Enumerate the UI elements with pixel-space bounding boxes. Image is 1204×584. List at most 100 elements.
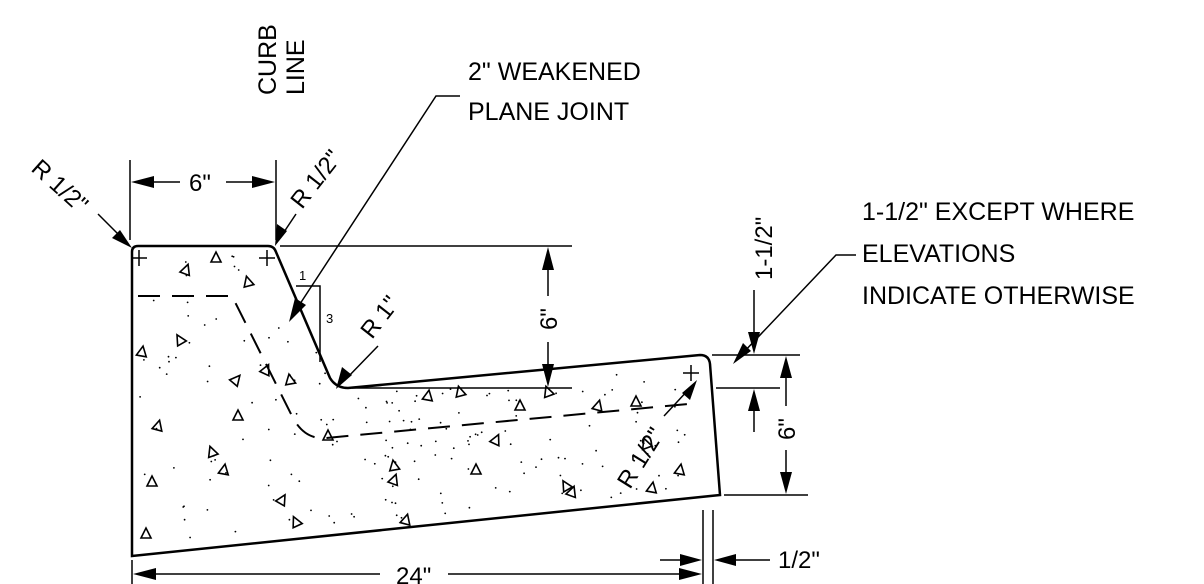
stipple-dot — [394, 502, 397, 505]
stipple-dot — [402, 419, 405, 422]
stipple-dot — [418, 418, 421, 420]
stipple-dot — [406, 442, 409, 445]
stipple-dot — [391, 485, 394, 488]
aggregate-mark — [274, 493, 286, 508]
stipple-dot — [646, 452, 649, 455]
stipple-dot — [415, 394, 418, 397]
aggregate-mark — [455, 384, 468, 399]
gutter-lip-dimension: 1-1/2" — [712, 217, 800, 432]
aggregate-mark — [564, 484, 577, 499]
gutter-depth-value: 6" — [774, 418, 801, 440]
stipple-dot — [168, 360, 170, 363]
stipple-dot — [288, 518, 291, 521]
stipple-dot — [467, 440, 469, 442]
stipple-dot — [414, 400, 416, 403]
gutter-edge-radius-label: R 1/2" — [612, 423, 670, 493]
curb-section-outline — [130, 244, 722, 558]
stipple-dot — [333, 521, 336, 524]
stipple-dot — [635, 488, 638, 490]
stipple-dot — [619, 492, 622, 494]
stipple-dot — [643, 381, 645, 383]
stipple-dot — [636, 411, 639, 414]
aggregate-mark — [321, 428, 335, 441]
stipple-dot — [508, 399, 510, 402]
stipple-dot — [515, 399, 518, 402]
stipple-dot — [268, 336, 270, 339]
stipple-dot — [350, 513, 353, 515]
stipple-dot — [674, 388, 677, 391]
stipple-dot — [251, 401, 254, 404]
stipple-dot — [234, 530, 237, 533]
stipple-dot — [187, 295, 190, 298]
stipple-dot — [332, 418, 335, 421]
stipple-dot — [469, 435, 471, 438]
stipple-dot — [677, 441, 680, 444]
slope-triangle: 1 3 — [296, 268, 333, 362]
stipple-dot — [398, 409, 400, 412]
stipple-dot — [357, 397, 360, 400]
stipple-dot — [275, 398, 277, 401]
stipple-dot — [385, 439, 387, 442]
stipple-dot — [237, 269, 240, 271]
aggregate-mark — [590, 398, 603, 413]
stipple-dot — [588, 424, 591, 427]
stipple-dot — [523, 472, 525, 475]
stipple-dot — [373, 462, 376, 465]
stipple-dot — [287, 340, 289, 343]
stipple-dot — [635, 420, 637, 423]
stipple-dot — [139, 396, 142, 398]
stipple-dot — [639, 439, 642, 442]
stipple-dot — [601, 465, 604, 468]
stipple-dot — [189, 536, 192, 539]
aggregate-mark — [145, 474, 159, 487]
stipple-dot — [468, 506, 471, 509]
slope-run-label: 3 — [326, 311, 333, 326]
flowline-radius-label: R 1" — [355, 291, 405, 344]
stipple-dot — [209, 478, 212, 481]
stipple-dot — [267, 428, 270, 431]
stipple-dot — [610, 496, 613, 499]
aggregate-mark — [488, 432, 500, 448]
stipple-dot — [420, 444, 423, 447]
aggregate-mark — [216, 462, 230, 476]
stipple-dot — [474, 433, 477, 436]
aggregate-mark — [543, 384, 556, 399]
stipple-dot — [187, 315, 190, 317]
stipple-dot — [318, 382, 321, 385]
note-line1: 1-1/2" EXCEPT WHERE — [862, 198, 1134, 226]
stipple-dot — [173, 467, 175, 469]
curb-label: CURB — [254, 24, 282, 95]
stipple-dot — [676, 429, 679, 432]
stipple-dot — [184, 261, 187, 263]
stipple-dot — [677, 474, 679, 477]
stipple-dot — [467, 468, 470, 470]
aggregate-mark — [243, 274, 256, 289]
aggregate-mark — [398, 512, 411, 527]
stipple-dot — [328, 515, 331, 517]
stipple-dot — [674, 405, 676, 408]
stipple-dot — [611, 389, 614, 391]
stipple-dot — [515, 415, 518, 417]
stipple-dot — [158, 366, 161, 369]
back-radius-callout: R 1/2" — [26, 154, 132, 248]
stipple-dot — [165, 373, 168, 375]
stipple-dot — [434, 440, 437, 443]
stipple-dot — [208, 365, 211, 368]
stipple-dot — [277, 327, 280, 329]
stipple-dot — [439, 492, 442, 495]
stipple-dot — [381, 477, 384, 480]
stipple-dot — [324, 372, 326, 375]
stipple-dot — [259, 364, 262, 366]
stipple-dot — [212, 454, 215, 457]
stipple-dot — [391, 402, 394, 404]
stipple-dot — [559, 474, 562, 477]
stipple-dot — [290, 473, 293, 476]
stipple-dot — [143, 359, 145, 361]
aggregate-mark — [176, 333, 188, 348]
line-label: LINE — [282, 39, 310, 95]
stipple-dot — [231, 255, 234, 258]
stipple-dot — [269, 459, 272, 462]
total-width-value: 24" — [396, 563, 431, 584]
stipple-dot — [388, 420, 391, 423]
stipple-dot — [581, 390, 584, 393]
